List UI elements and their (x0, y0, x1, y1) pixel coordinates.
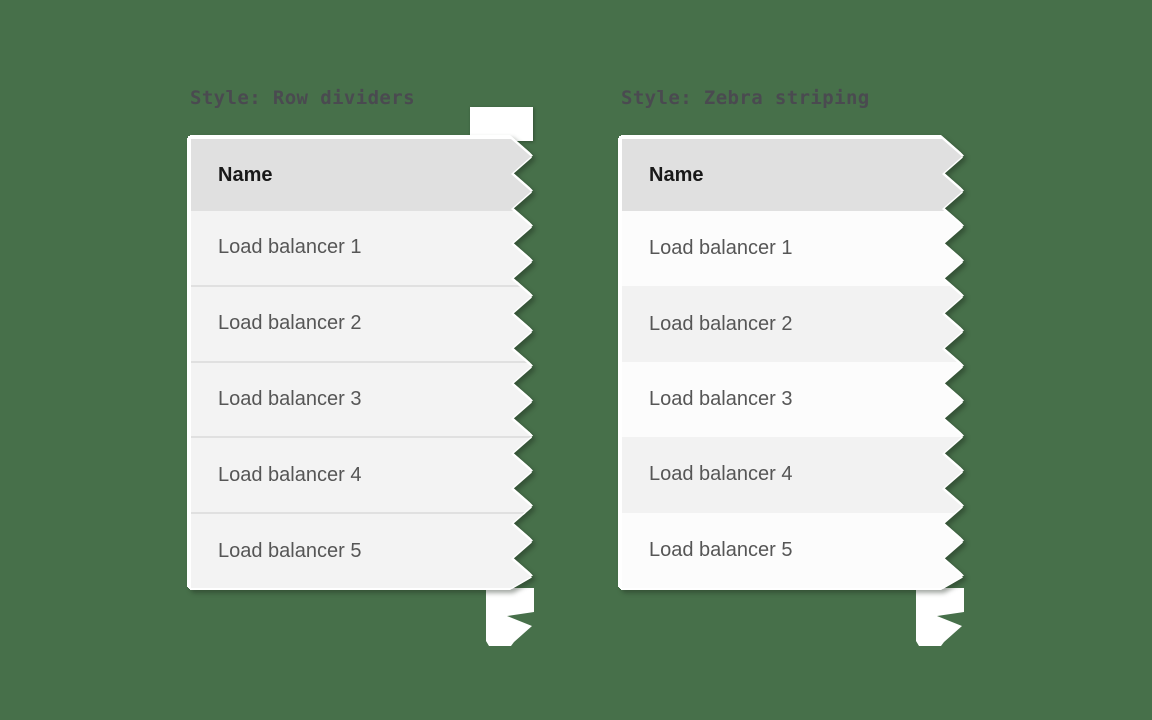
table-header: Name (191, 139, 531, 211)
torn-fragment-bottom-right-table (916, 588, 964, 646)
table-panel-zebra-striping: Name Load balancer 1 Load balancer 2 Loa… (622, 139, 962, 588)
table-row: Load balancer 5 (622, 512, 962, 588)
table-row: Load balancer 5 (191, 512, 531, 588)
table-row: Load balancer 3 (191, 360, 531, 437)
table-row: Load balancer 2 (191, 284, 531, 361)
table-row-dividers: Name Load balancer 1 Load balancer 2 Loa… (191, 139, 531, 588)
table-row: Load balancer 2 (622, 286, 962, 362)
table-header: Name (622, 139, 962, 211)
table-header-cell: Name (218, 163, 273, 186)
style-label-row-dividers: Style: Row dividers (190, 87, 415, 109)
table-row: Load balancer 4 (622, 437, 962, 513)
table-zebra-striping: Name Load balancer 1 Load balancer 2 Loa… (622, 139, 962, 588)
table-row: Load balancer 1 (191, 211, 531, 285)
torn-fragment-bottom-left-table (486, 588, 534, 646)
torn-fragment-top-left-table (470, 107, 533, 141)
table-header-cell: Name (649, 163, 704, 186)
table-row: Load balancer 3 (622, 361, 962, 438)
table-row: Load balancer 1 (622, 211, 962, 287)
table-row: Load balancer 4 (191, 436, 531, 513)
table-panel-row-dividers: Name Load balancer 1 Load balancer 2 Loa… (191, 139, 531, 588)
style-label-zebra-striping: Style: Zebra striping (621, 87, 870, 109)
